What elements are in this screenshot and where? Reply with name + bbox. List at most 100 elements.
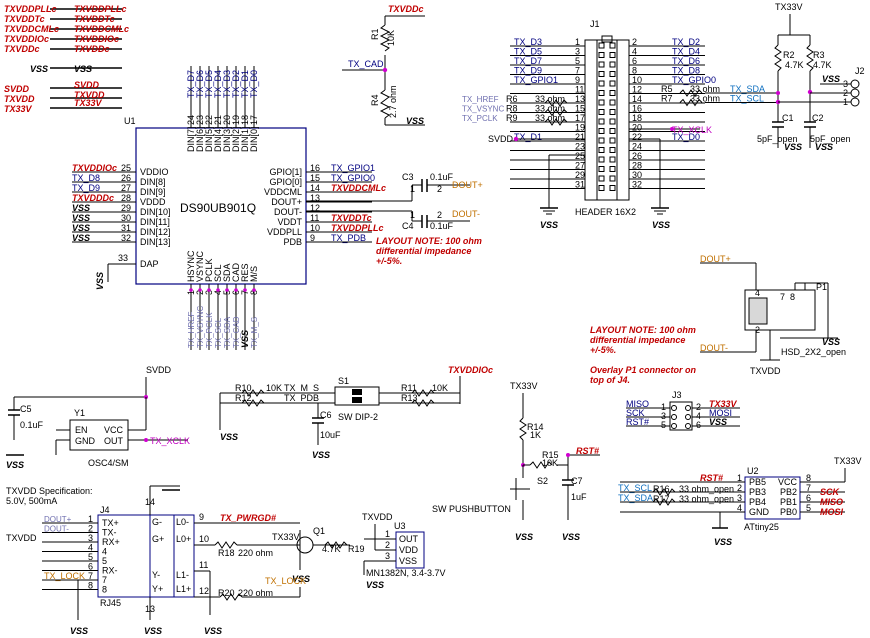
u1-right-pins: 16GPIO[1]TX_GPIO115GPIO[0]TX_GPIO014VDDC…: [264, 163, 386, 247]
svg-text:33 ohm_open: 33 ohm_open: [679, 494, 734, 504]
label: 12: [632, 85, 642, 95]
svg-text:R16: R16: [653, 484, 670, 494]
label: 13: [575, 94, 585, 104]
svg-text:VSS: VSS: [652, 220, 670, 230]
label: 19: [231, 115, 241, 125]
svg-text:VSS: VSS: [220, 432, 238, 442]
label: 30: [121, 213, 131, 223]
label: DIN[11]: [140, 217, 170, 227]
svg-text:VSS: VSS: [784, 142, 802, 152]
label: 4: [632, 47, 637, 57]
r15-resistor: [529, 461, 553, 469]
svg-text:TXVDD: TXVDD: [74, 90, 105, 100]
label: TX_D0: [249, 70, 259, 98]
label: TX_SCL: [214, 317, 223, 348]
svg-text:HSD_2X2_open: HSD_2X2_open: [781, 347, 846, 357]
junction: [216, 288, 220, 292]
label: DIN[8]: [140, 177, 166, 187]
svg-text:1: 1: [410, 184, 415, 194]
svg-text:J3: J3: [672, 390, 682, 400]
label: 4: [696, 411, 701, 421]
label: 2: [88, 524, 93, 534]
label: 16: [310, 163, 320, 173]
label: TX_HREF: [462, 95, 499, 104]
label: TX_VSYNC: [196, 306, 205, 348]
svg-text:10K: 10K: [432, 383, 448, 393]
j3-pin-pad: [685, 423, 691, 429]
svg-text:R20: R20: [218, 588, 235, 598]
dout-coupling-caps: C3 0.1uF 1 2 DOUT+ C4 0.1uF 1 2 DOUT-: [306, 172, 483, 231]
rail-txvddtc: TXVDDTc TXVDDTc: [4, 14, 122, 24]
j1-pin-pad: [609, 147, 616, 153]
label: CAD: [231, 262, 241, 282]
svg-text:33: 33: [118, 253, 128, 263]
label: 5: [222, 290, 232, 295]
svg-text:TXVDDCMLc: TXVDDCMLc: [4, 24, 59, 34]
label: 11: [575, 85, 584, 95]
r17-resistor: [652, 498, 676, 506]
label: 26: [632, 151, 642, 161]
label: 17: [249, 115, 259, 125]
label: TX_D1: [240, 70, 250, 98]
j3-pin-pad: [685, 405, 691, 411]
label: GND: [749, 507, 770, 517]
j1-pin-pad: [609, 156, 616, 163]
label: 21: [213, 115, 223, 125]
j1-pin-pad: [598, 118, 605, 125]
i2c-pullups: TX33V R2 4.7K R3 4.7K C1 5pF_open C2 5pF…: [757, 2, 865, 152]
svg-text:10K: 10K: [386, 30, 396, 46]
rail-tx33v: TX33V TX33V: [4, 98, 122, 114]
label: 7: [88, 571, 93, 581]
label: 9: [575, 75, 580, 85]
power-good-circuit: TX_PWRGD# R18 220 ohm TX33V Q1 4.7K R19 …: [204, 513, 365, 636]
svg-text:R11: R11: [401, 383, 417, 393]
svg-text:TX33V: TX33V: [272, 532, 300, 542]
svg-text:10K: 10K: [542, 458, 558, 468]
svg-text:2: 2: [755, 325, 760, 335]
svg-text:TX33V: TX33V: [834, 456, 862, 466]
power-rail-list: TXVDDPLLc TXVDDPLLc TXVDDTc TXVDDTc TXVD…: [4, 4, 129, 114]
j1-pin-pad: [598, 90, 605, 96]
label: 3: [88, 533, 93, 543]
label: TX_D1: [514, 132, 542, 142]
label: SCK: [626, 408, 645, 418]
label: TX_GPIO1: [331, 163, 375, 173]
svg-text:VSS: VSS: [815, 142, 833, 152]
svg-text:OUT: OUT: [104, 436, 124, 446]
svg-text:TXVDD Specification:: TXVDD Specification:: [6, 486, 93, 496]
svg-text:5pF_open: 5pF_open: [757, 134, 798, 144]
label: HSYNC: [186, 250, 196, 282]
svg-text:VSS: VSS: [714, 537, 732, 547]
label: RST#: [626, 417, 649, 427]
label: 3: [204, 290, 214, 295]
u1-ref: U1: [124, 116, 136, 126]
label: 6: [806, 493, 811, 503]
r13-resistor: [411, 399, 435, 407]
label: VSYNC: [195, 250, 205, 282]
label: DIN[3]: [222, 126, 232, 152]
rail-txvddioc: TXVDDIOc TXVDDIOc: [4, 34, 122, 44]
label: PB4: [749, 497, 766, 507]
label: 5: [661, 420, 666, 430]
svg-text:10: 10: [199, 534, 209, 544]
label: TXVDDTc: [331, 213, 372, 223]
s1-dip-switch: S1 SW DIP-2 TXVDDIOc R10 10K R12 R11 10K…: [219, 365, 493, 460]
j1-pin-pad: [598, 52, 605, 58]
label: 7: [806, 483, 811, 493]
label: DIN[0]: [249, 126, 259, 152]
label: 17: [575, 113, 585, 123]
label: 22: [632, 132, 642, 142]
rail-txvddc: TXVDDc TXVDDc: [4, 44, 122, 54]
svg-text:2.7 ohm: 2.7 ohm: [388, 85, 398, 118]
svg-text:ATtiny25: ATtiny25: [744, 522, 779, 532]
r19-resistor: [324, 541, 348, 549]
label: DIN[5]: [204, 126, 214, 152]
series-resistor: [679, 98, 703, 107]
label: R6: [506, 94, 518, 104]
svg-text:TX_LOCK: TX_LOCK: [265, 576, 306, 586]
svg-text:TXVDDTc: TXVDDTc: [74, 14, 115, 24]
